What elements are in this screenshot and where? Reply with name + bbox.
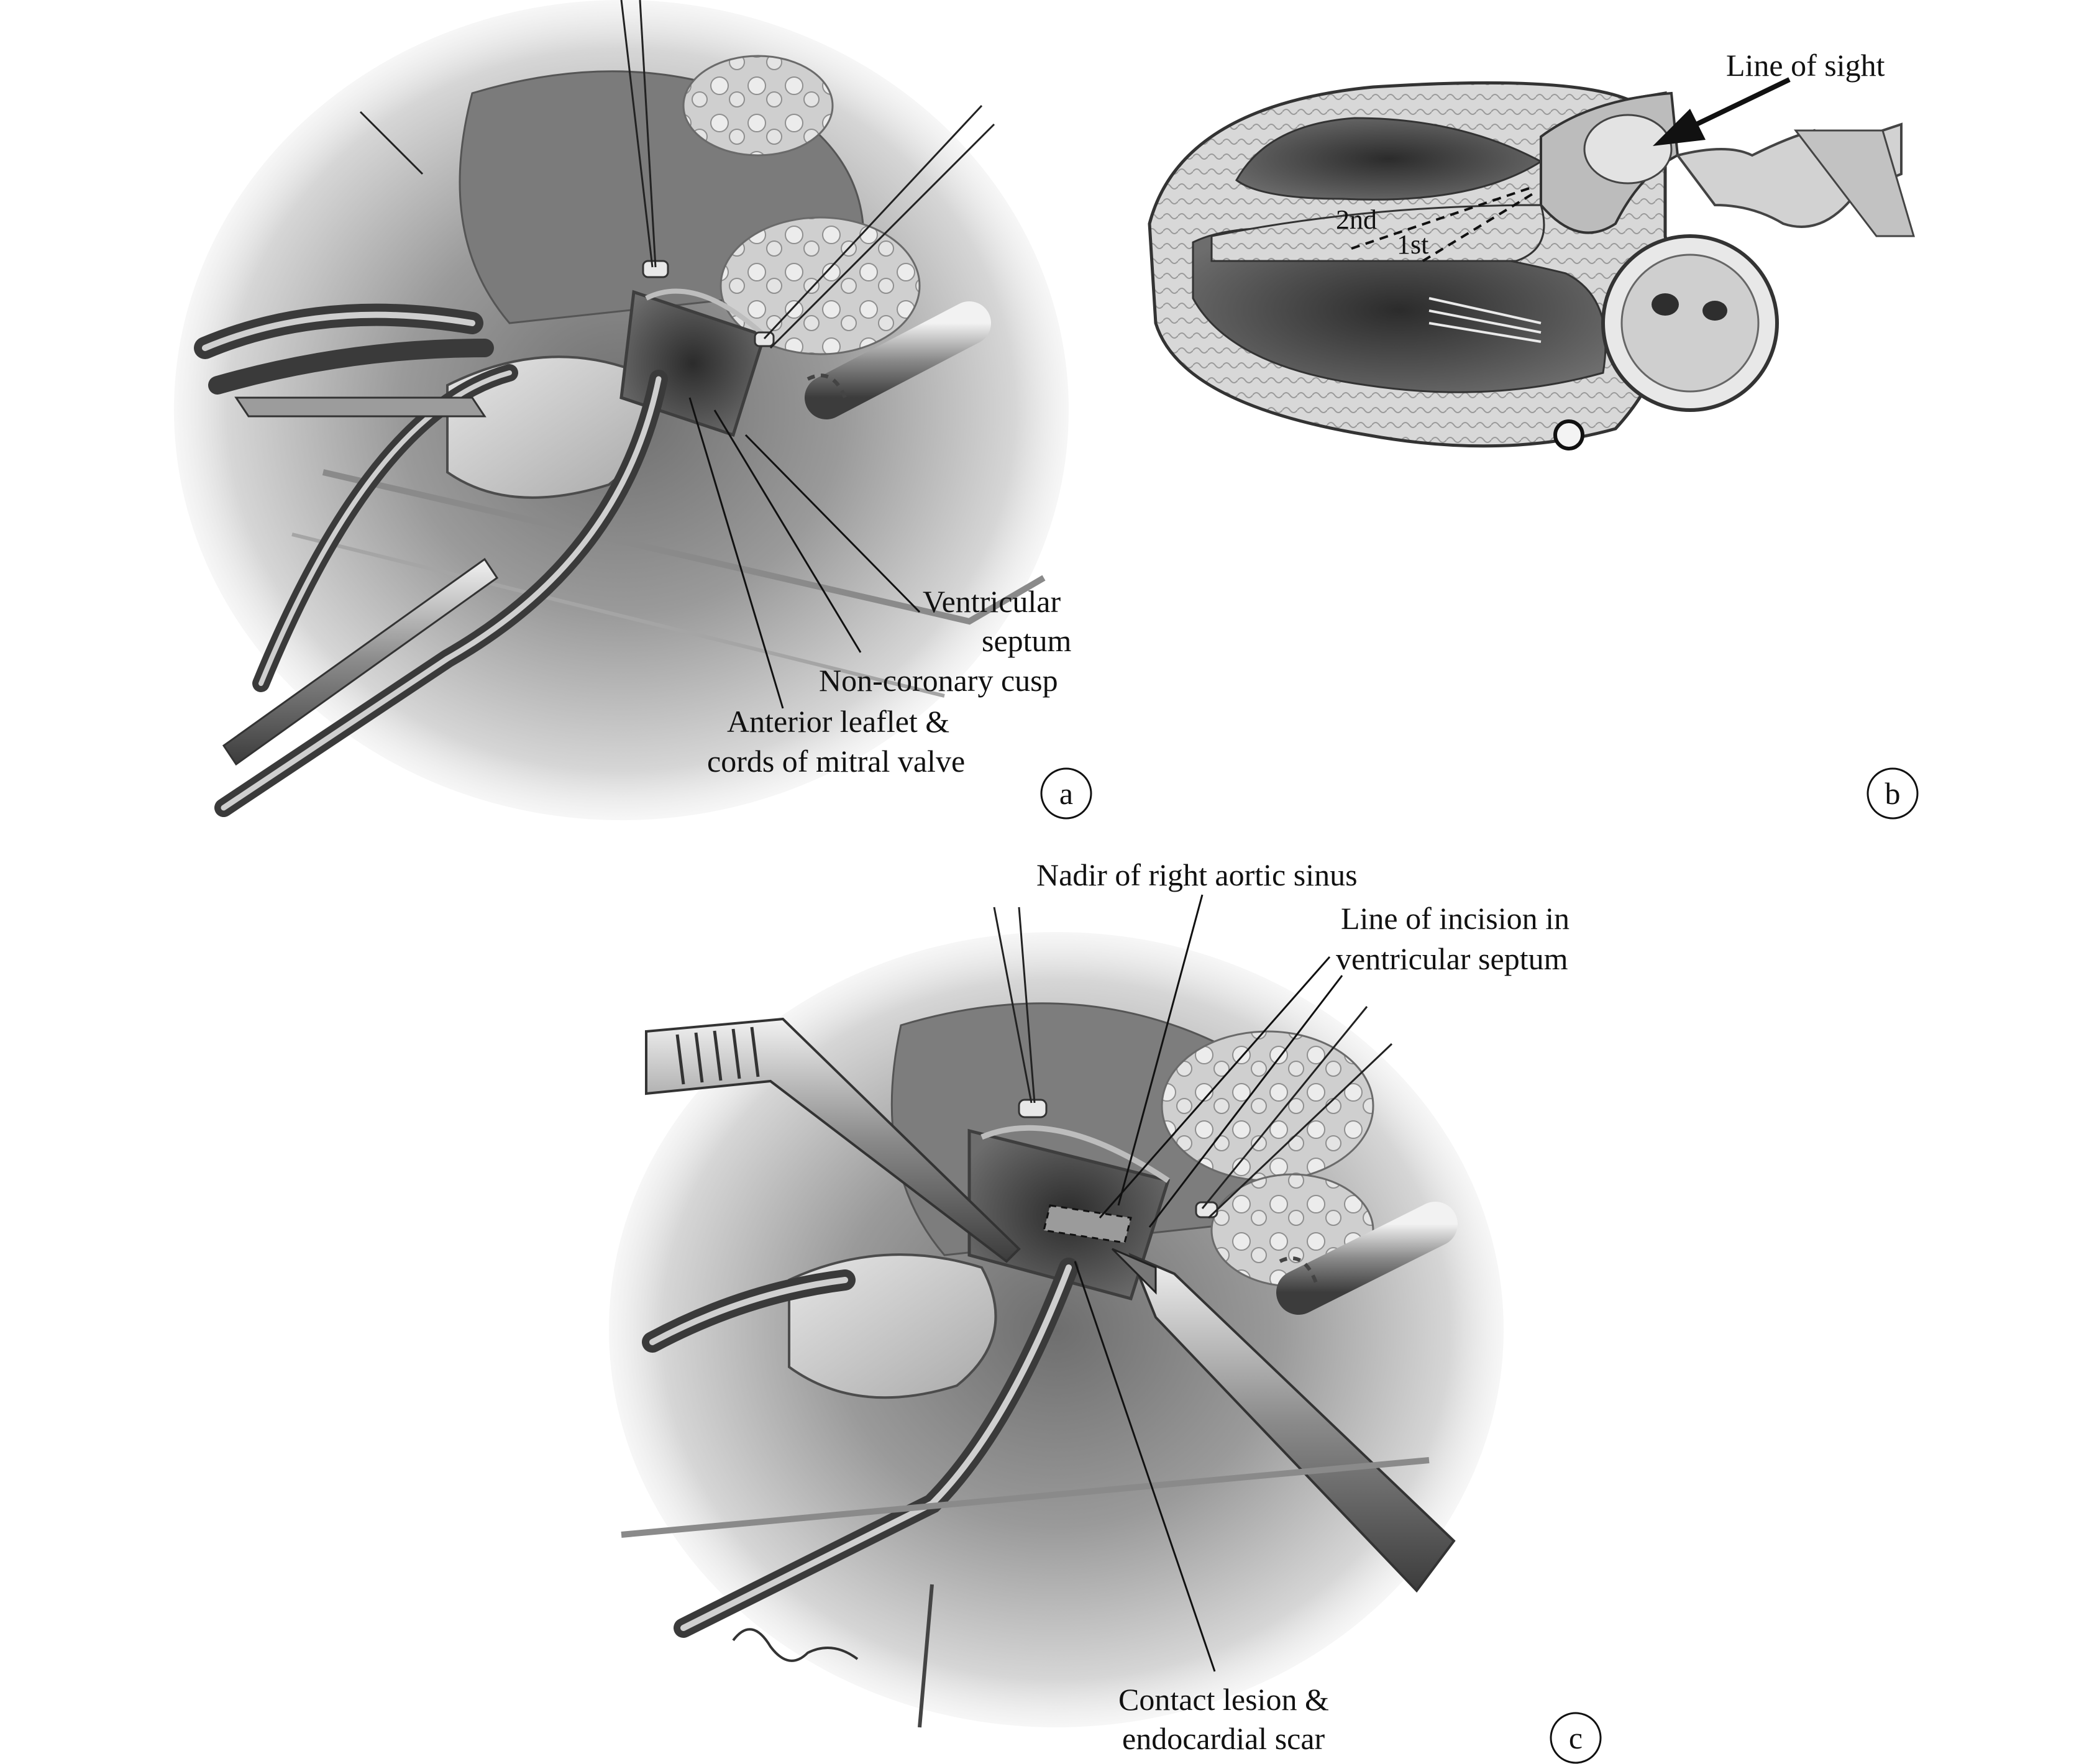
label-mitral-valve-line2: cords of mitral valve	[707, 744, 965, 779]
panel-c-letter: c	[1569, 1721, 1583, 1755]
leader-nadir	[1117, 894, 1204, 1206]
panel-c-letter-circle	[1550, 1712, 1602, 1764]
panel-a-letter-circle	[1040, 767, 1092, 820]
panel-c: Nadir of right aortic sinus Line of inci…	[609, 857, 1602, 1764]
leader-ventricular-septum	[744, 434, 921, 613]
label-second: 2nd	[1336, 204, 1377, 235]
label-ventricular-septum-line2: septum	[982, 623, 1072, 658]
panel-b-letter-circle	[1867, 767, 1919, 820]
leader-non-coronary-cusp	[713, 409, 862, 653]
label-non-coronary-cusp: Non-coronary cusp	[819, 663, 1058, 698]
label-line-of-sight: Line of sight	[1726, 48, 1885, 83]
leader-mitral-valve	[688, 397, 784, 709]
panel-a-illustration	[174, 0, 1069, 820]
panel-a-letter: a	[1059, 776, 1073, 811]
panel-b: 2nd 1st Line of sight b	[1148, 48, 1919, 820]
incision-line-second	[1351, 185, 1535, 250]
panel-a: Ventricular septum Non-coronary cusp Ant…	[174, 0, 1092, 820]
panel-b-heart-section	[1148, 81, 1916, 450]
label-incision-line2: ventricular septum	[1336, 941, 1568, 976]
label-mitral-valve-line1: Anterior leaflet &	[727, 704, 949, 739]
label-contact-lesion-line1: Contact lesion &	[1118, 1682, 1329, 1717]
label-incision-line1: Line of incision in	[1341, 901, 1570, 936]
leader-incision-1	[1099, 956, 1331, 1218]
leader-incision-2	[1148, 975, 1343, 1228]
label-first: 1st	[1397, 229, 1428, 260]
incision-line-first	[1422, 191, 1536, 262]
panel-b-letter: b	[1885, 776, 1901, 811]
line-of-sight-arrowhead	[1653, 109, 1706, 146]
label-ventricular-septum-line1: Ventricular	[923, 584, 1061, 619]
line-of-sight-arrow	[1689, 77, 1791, 130]
label-nadir: Nadir of right aortic sinus	[1036, 857, 1358, 892]
label-contact-lesion-line2: endocardial scar	[1122, 1721, 1325, 1756]
panel-c-illustration	[609, 907, 1504, 1728]
leader-contact-lesion	[1074, 1261, 1216, 1672]
